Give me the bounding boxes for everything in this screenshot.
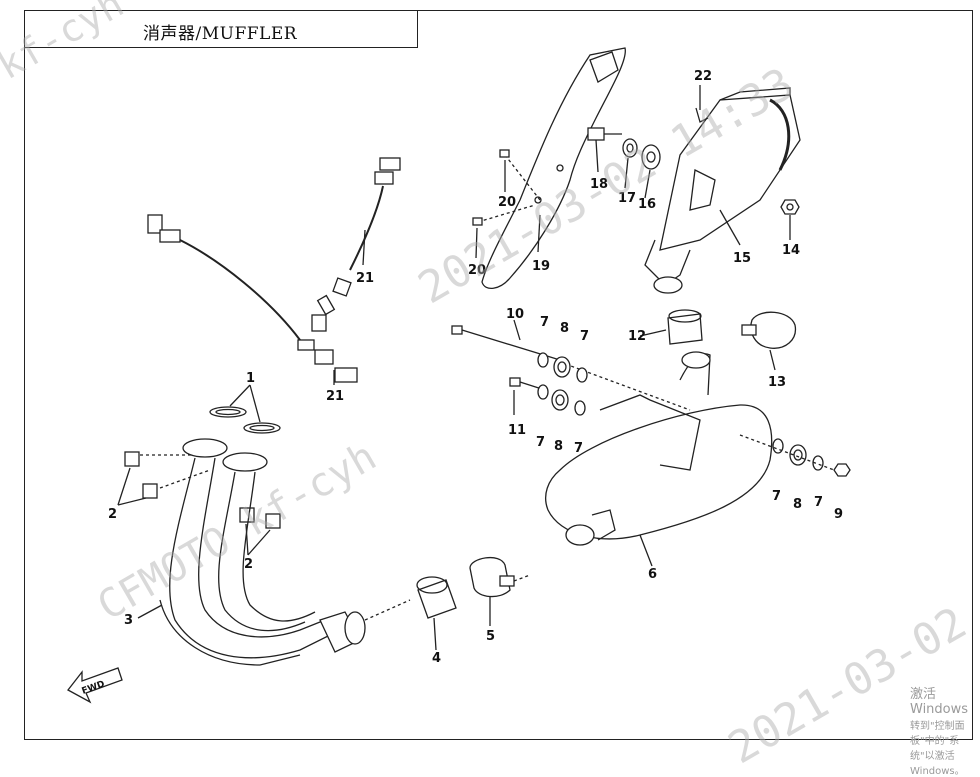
bolt-20-bottom [472, 204, 536, 226]
callout-20a: 20 [498, 195, 516, 210]
callout-7a: 7 [540, 315, 549, 330]
coupler-12 [667, 309, 703, 345]
muffler-body-6 [545, 351, 773, 546]
callout-7e: 7 [772, 489, 781, 504]
flange-nut-c [239, 507, 255, 523]
callout-12: 12 [628, 329, 646, 344]
callout-15: 15 [733, 251, 751, 266]
callout-8b: 8 [554, 439, 563, 454]
activation-line2: 转到"控制面板"中的"系统"以激活 Windows。 [910, 721, 965, 777]
callout-8a: 8 [560, 321, 569, 336]
nut-9 [833, 463, 851, 477]
callout-6: 6 [648, 567, 657, 582]
callout-18: 18 [590, 177, 608, 192]
callout-20b: 20 [468, 263, 486, 278]
callout-14: 14 [782, 243, 800, 258]
title-box: 消声器/MUFFLER [24, 10, 418, 48]
callout-2b: 2 [244, 557, 253, 572]
gasket-1a [209, 406, 247, 418]
flange-nut-d [265, 513, 281, 529]
windows-activation-notice: 激活 Windows 转到"控制面板"中的"系统"以激活 Windows。 [910, 683, 980, 777]
washer-7d [574, 400, 586, 416]
header-pipe-3 [159, 438, 411, 666]
damper-16 [641, 144, 661, 170]
damper-8a [553, 356, 571, 378]
washer-7f [812, 455, 824, 471]
callout-13: 13 [768, 375, 786, 390]
muffler-exploded-diagram: 1 2 2 3 4 5 6 7 7 7 7 7 7 8 8 8 9 10 11 … [67, 47, 851, 704]
flange-nut-a [124, 451, 140, 467]
o2-sensor-upper [311, 157, 401, 332]
callout-16: 16 [638, 197, 656, 212]
callout-19: 19 [532, 259, 550, 274]
fwd-arrow-icon [67, 667, 123, 704]
callout-7d: 7 [574, 441, 583, 456]
washer-7c [537, 384, 549, 400]
diagram-title: 消声器/MUFFLER [143, 24, 298, 44]
washer-7b [576, 367, 588, 383]
gasket-1b [243, 422, 281, 434]
flange-nut-b [142, 483, 158, 499]
heat-shield-bracket [481, 47, 626, 289]
silencer-15 [644, 87, 801, 294]
bolt-20-top [499, 149, 541, 201]
callout-11: 11 [508, 423, 526, 438]
callout-5: 5 [486, 629, 495, 644]
sleeve-4 [416, 576, 457, 619]
washer-7a [537, 352, 549, 368]
callout-10: 10 [506, 307, 524, 322]
callout-21b: 21 [326, 389, 344, 404]
callout-21a: 21 [356, 271, 374, 286]
callout-3: 3 [124, 613, 133, 628]
clamp-5 [469, 556, 531, 598]
callout-4: 4 [432, 651, 441, 666]
callout-8c: 8 [793, 497, 802, 512]
damper-8b [551, 389, 569, 411]
activation-line1: 激活 Windows [910, 687, 969, 717]
callout-7b: 7 [580, 329, 589, 344]
damper-8c [789, 444, 807, 466]
long-bolt-10 [451, 325, 691, 411]
o2-sensor-lower [147, 214, 358, 383]
callout-17: 17 [618, 191, 636, 206]
callout-22: 22 [694, 69, 712, 84]
clamp-13 [741, 311, 797, 349]
drawing-frame [24, 10, 973, 740]
callout-7f: 7 [814, 495, 823, 510]
callout-7c: 7 [536, 435, 545, 450]
bolt-18 [587, 127, 622, 141]
nut-14 [780, 199, 800, 215]
spacer-17 [622, 138, 638, 158]
callout-2a: 2 [108, 507, 117, 522]
callout-1: 1 [246, 371, 255, 386]
callout-9: 9 [834, 507, 843, 522]
